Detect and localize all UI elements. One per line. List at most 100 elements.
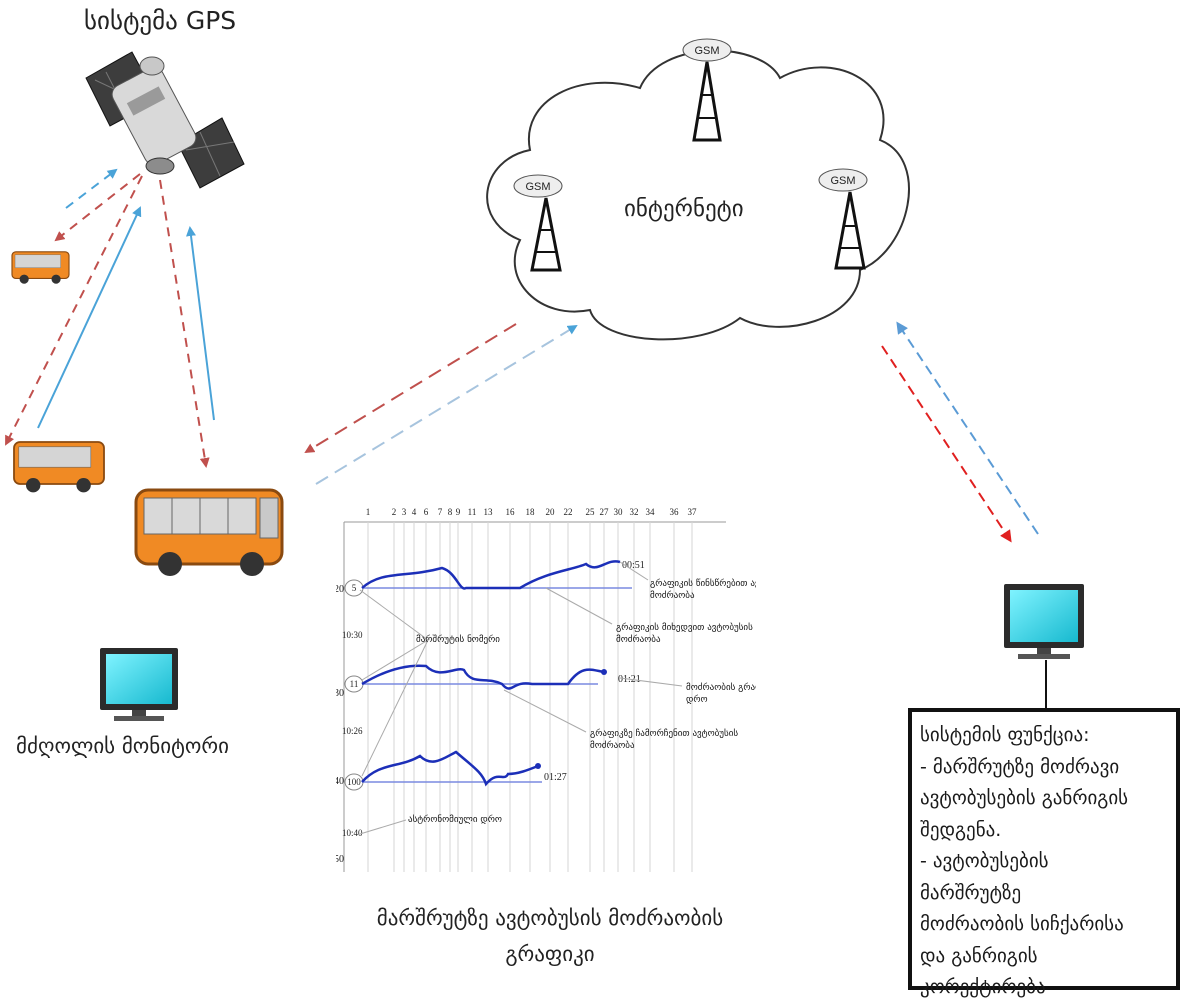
- annotation-leader: [361, 639, 429, 777]
- annotation-text: ასტრონომიული დრო: [408, 814, 502, 825]
- row-time-label: 10:30: [342, 630, 363, 640]
- bus-to-internet-arrow: [315, 324, 578, 485]
- bus-icon: [13, 441, 105, 493]
- left-axis-tick: 20: [336, 584, 344, 595]
- top-axis-tick: 22: [564, 507, 573, 517]
- chart-caption: მარშრუტზე ავტობუსის მოძრაობის გრაფიკი: [290, 900, 810, 972]
- top-axis-tick: 6: [424, 507, 429, 517]
- dispatcher-to-internet-arrow: [896, 321, 1039, 535]
- bus-actual-line: [361, 664, 605, 690]
- annotation-text: მოძრაობა: [650, 590, 695, 601]
- chart-caption-line: მარშრუტზე ავტობუსის მოძრაობის: [376, 906, 724, 930]
- chart-caption-line: გრაფიკი: [505, 942, 595, 966]
- annotation-leader: [359, 589, 429, 641]
- bus-icon: [134, 488, 284, 576]
- top-axis-tick: 20: [546, 507, 556, 517]
- annotation-leader: [359, 819, 407, 835]
- annotation-leader: [619, 677, 683, 687]
- annotation-text: გრაფიკის მიხედვით ავტობუსის: [616, 622, 753, 633]
- function-line: - მარშრუტზე მოძრავი: [920, 755, 1120, 778]
- monitor-icon: [1004, 584, 1084, 659]
- top-axis-tick: 3: [402, 507, 407, 517]
- line-end-dot: [535, 763, 541, 769]
- internet-cloud: [486, 49, 910, 341]
- satellite-icon: [85, 51, 245, 189]
- top-axis-tick: 1: [366, 507, 371, 517]
- gsm-label: GSM: [525, 181, 550, 193]
- row-time-label: 10:40: [342, 828, 363, 838]
- annotation-text: დრო: [686, 694, 708, 705]
- bus-to-gps-arrow: [37, 206, 142, 429]
- gps-title: სისტემა GPS: [84, 6, 237, 35]
- function-line: - ავტობუსების: [920, 850, 1049, 872]
- annotation-leader: [545, 587, 613, 625]
- top-axis-tick: 13: [484, 507, 494, 517]
- top-axis-tick: 16: [506, 507, 516, 517]
- top-axis-tick: 32: [630, 507, 639, 517]
- top-axis-tick: 11: [468, 507, 477, 517]
- top-axis-tick: 36: [670, 507, 680, 517]
- monitor-icon: [100, 648, 178, 721]
- function-line: შედგენა.: [920, 818, 1002, 841]
- internet-to-bus-arrow: [304, 323, 517, 454]
- route-number: 5: [352, 583, 357, 593]
- gsm-tower-icon: [513, 174, 563, 272]
- internet-label: ინტერნეტი: [624, 196, 744, 222]
- gsm-tower-icon: [818, 168, 868, 270]
- line-end-dot: [601, 669, 607, 675]
- gps-to-bus-arrow: [5, 175, 143, 446]
- gsm-label: GSM: [694, 45, 719, 57]
- top-axis-tick: 34: [646, 507, 656, 517]
- function-line: ავტობუსების განრიგის: [920, 787, 1129, 809]
- bus-actual-line: [361, 560, 621, 590]
- annotation-text: მოძრაობის გრაფიკიდან გადახრის: [686, 682, 756, 693]
- top-axis-tick: 30: [614, 507, 624, 517]
- driver-monitor-label: მძღოლის მონიტორი: [16, 734, 229, 758]
- annotation-text: მარშრუტის ნომერი: [416, 634, 500, 645]
- gps-to-bus-arrow: [54, 173, 141, 242]
- row-time-label: 10:26: [342, 726, 363, 736]
- chart-grid: [343, 521, 726, 872]
- function-line: და განრიგის: [920, 944, 1038, 967]
- annotation-leader: [503, 689, 587, 733]
- gps-to-bus-arrow: [159, 179, 210, 468]
- function-line: მოძრაობის სიჩქარისა: [920, 913, 1124, 935]
- top-axis-tick: 27: [600, 507, 610, 517]
- function-line: მარშრუტზე: [920, 881, 1022, 904]
- left-axis-ticks: 20 30 40 50 10:30 10:26 10:40: [336, 584, 363, 865]
- internet-to-dispatcher-arrow: [881, 345, 1012, 543]
- top-axis-tick: 25: [586, 507, 596, 517]
- bus-to-gps-arrow: [65, 168, 118, 209]
- system-functions-box: სისტემის ფუნქცია: - მარშრუტზე მოძრავი ავ…: [908, 708, 1180, 998]
- top-axis-tick: 18: [526, 507, 536, 517]
- chart-series: 5 11 100: [344, 560, 632, 791]
- left-axis-tick: 40: [336, 776, 344, 787]
- bus-icon: [11, 251, 70, 284]
- top-axis-tick: 4: [412, 507, 417, 517]
- annotation-leader: [619, 561, 649, 581]
- annotation-text: გრაფიკის წინსწრებით ავტობუსის: [650, 578, 756, 589]
- function-line: სისტემის ფუნქცია:: [920, 724, 1090, 746]
- route-number: 11: [350, 679, 359, 689]
- top-axis-tick: 37: [688, 507, 698, 517]
- left-axis-tick: 50: [336, 854, 344, 865]
- function-line: კორექტირება: [920, 976, 1046, 998]
- top-axis-tick: 8: [448, 507, 453, 517]
- annotation-text: მოძრაობა: [616, 634, 661, 645]
- left-axis-tick: 30: [336, 688, 344, 699]
- annotation-text: გრაფიკზე ჩამორჩენით ავტობუსის: [590, 728, 738, 739]
- end-time-label: 01:27: [544, 772, 567, 783]
- route-number: 100: [347, 777, 361, 787]
- bus-to-gps-arrow: [186, 226, 215, 421]
- annotation-leader: [361, 639, 429, 681]
- gsm-label: GSM: [830, 175, 855, 187]
- annotation-text: მოძრაობა: [590, 740, 635, 751]
- bus-actual-line: [361, 750, 539, 787]
- end-time-label: 00:51: [622, 560, 645, 571]
- top-axis-tick: 9: [456, 507, 461, 517]
- top-axis-tick: 7: [438, 507, 443, 517]
